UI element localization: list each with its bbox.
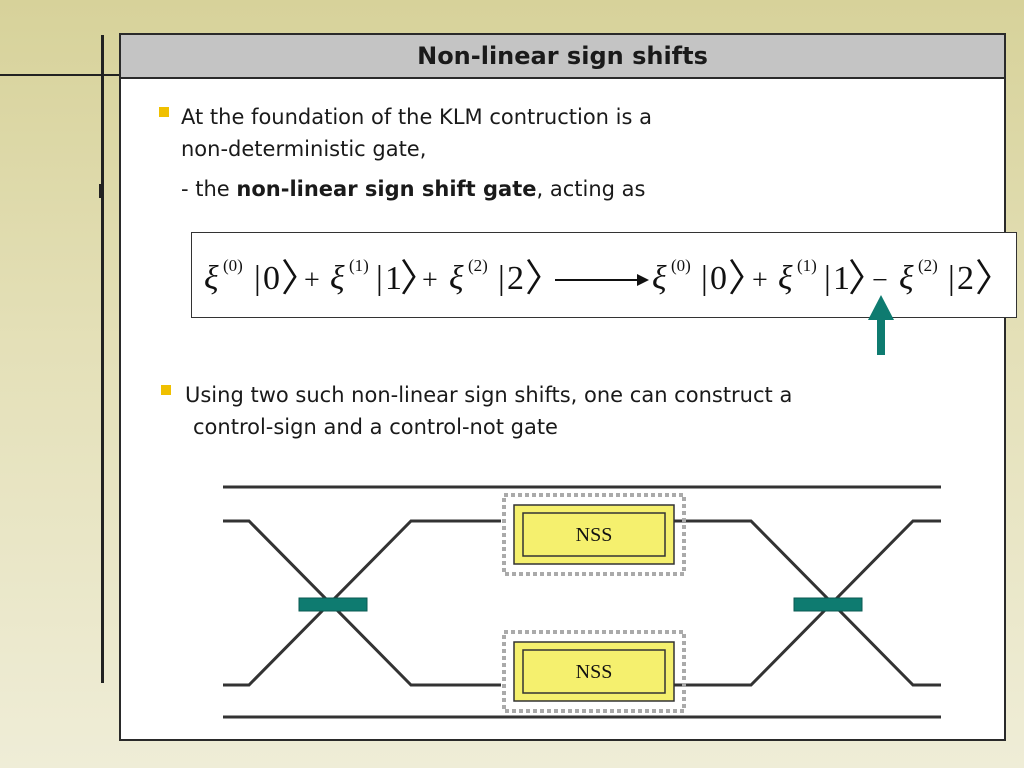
bar-5: | — [948, 260, 955, 297]
slide-panel: Non-linear sign shifts At the foundation… — [119, 33, 1017, 741]
xi-5: ξ — [899, 260, 914, 297]
decorative-tick — [99, 184, 102, 198]
bullet1-subline: - the non-linear sign shift gate, acting… — [181, 174, 645, 204]
plus-2: + — [422, 265, 438, 296]
bar-3: | — [701, 260, 708, 297]
nss-top-label: NSS — [576, 524, 613, 546]
ket-5: 2 — [957, 260, 974, 297]
nss-bottom-inner — [522, 649, 666, 694]
ket-1: 1 — [385, 260, 402, 297]
nss-top-inner — [522, 512, 666, 557]
ket-4: 1 — [833, 260, 850, 297]
equation-rhs: ξ (0) | 0 〉 + ξ (1) | 1 〉 − ξ (2) | 2 〉 — [652, 256, 1013, 300]
bar-2: | — [498, 260, 505, 297]
xi-2: ξ — [449, 260, 464, 297]
sup-3: (0) — [671, 256, 691, 275]
angle-1: 〉 — [400, 258, 438, 300]
ket-3: 0 — [710, 260, 727, 297]
equation-lhs: ξ (0) | 0 〉 + ξ (1) | 1 〉 + ξ (2) | 2 〉 — [204, 256, 563, 300]
up-arrow-icon — [868, 295, 894, 355]
diagram-overlay: NSS NSS — [223, 295, 941, 719]
sup-4: (1) — [797, 256, 817, 275]
subline-prefix: - the — [181, 177, 237, 201]
beamsplitter-left — [298, 597, 368, 612]
bullet2-line2: control-sign and a control-not gate — [193, 415, 558, 439]
nss-gate-bottom: NSS — [502, 630, 686, 713]
angle-5: 〉 — [975, 258, 1013, 300]
slide-title: Non-linear sign shifts — [121, 35, 1004, 79]
minus-sign: − — [872, 265, 888, 296]
xi-4: ξ — [778, 260, 793, 297]
subline-bold: non-linear sign shift gate — [236, 177, 537, 201]
ket-0: 0 — [263, 260, 280, 297]
bar-0: | — [254, 260, 261, 297]
bar-4: | — [824, 260, 831, 297]
bullet1-line1: At the foundation of the KLM contruction… — [181, 105, 652, 129]
xi-1: ξ — [330, 260, 345, 297]
bar-1: | — [376, 260, 383, 297]
beamsplitter-right — [793, 597, 863, 612]
decorative-vertical-line — [101, 35, 104, 683]
sup-2: (2) — [468, 256, 488, 275]
sup-5: (2) — [918, 256, 938, 275]
bullet-marker-2 — [161, 385, 171, 395]
sup-1: (1) — [349, 256, 369, 275]
xi-3: ξ — [652, 260, 667, 297]
nss-gate-top: NSS — [502, 493, 686, 576]
bullet1-line2: non-deterministic gate, — [181, 137, 427, 161]
plus-3: + — [752, 265, 768, 296]
nss-bottom-dotted-border — [502, 630, 686, 713]
plus-1: + — [304, 265, 320, 296]
long-right-arrow — [555, 274, 649, 286]
sup-0: (0) — [223, 256, 243, 275]
equation-svg: ξ (0) | 0 〉 + ξ (1) | 1 〉 + ξ (2) | 2 〉 — [204, 256, 1013, 300]
bullet2-line1: Using two such non-linear sign shifts, o… — [185, 383, 793, 407]
angle-3: 〉 — [728, 258, 766, 300]
xi-0: ξ — [204, 260, 219, 297]
decorative-horizontal-line — [0, 74, 120, 76]
ket-2: 2 — [507, 260, 524, 297]
angle-4: 〉 — [848, 258, 886, 300]
nss-bottom-label: NSS — [576, 661, 613, 683]
bullet-marker-1 — [159, 107, 169, 117]
nss-top-dotted-border — [502, 493, 686, 576]
angle-0: 〉 — [281, 258, 319, 300]
subline-suffix: , acting as — [536, 177, 646, 201]
